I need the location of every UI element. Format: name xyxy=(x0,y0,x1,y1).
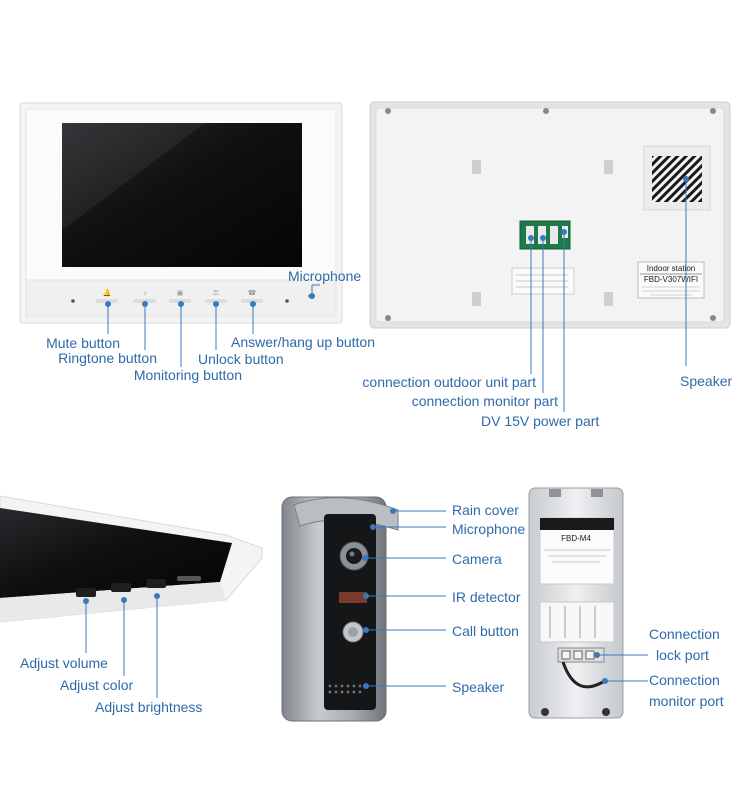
label-unlock-button: Unlock button xyxy=(198,351,284,367)
label-rain-cover: Rain cover xyxy=(452,502,519,518)
monitor-screen xyxy=(62,123,302,267)
brightness-knob xyxy=(146,579,166,588)
label-adjust-brightness: Adjust brightness xyxy=(95,699,203,715)
label-answer-button: Answer/hang up button xyxy=(231,334,375,350)
unlock-icon: ⚿ xyxy=(213,290,219,297)
label-lock-port-line1: Connection xyxy=(649,626,720,642)
doorbell-callouts xyxy=(362,508,446,689)
sticker-title: Indoor station xyxy=(647,264,695,273)
label-microphone-front: Microphone xyxy=(288,268,362,284)
label-lock-port-line2: lock port xyxy=(656,647,709,663)
label-adjust-volume: Adjust volume xyxy=(20,655,108,671)
label-monitor-port-line1: Connection xyxy=(649,672,720,688)
label-adjust-color: Adjust color xyxy=(60,677,134,693)
indoor-monitor-side xyxy=(0,495,263,623)
label-monitor-port: connection monitor part xyxy=(411,393,558,409)
indoor-sticker xyxy=(637,261,705,299)
label-ir-detector: IR detector xyxy=(452,589,521,605)
monitor-icon: ▣ xyxy=(177,290,184,297)
doorbell-back-callouts xyxy=(594,652,648,684)
front-button-strip: 🔔 ♪ ▣ ⚿ ☎ xyxy=(71,288,289,303)
label-monitoring-button: Monitoring button xyxy=(133,367,242,383)
doorbell-front xyxy=(281,496,399,722)
label-call-button: Call button xyxy=(452,623,519,639)
indoor-front-callouts xyxy=(105,284,320,367)
label-mute-button: Mute button xyxy=(46,335,120,351)
label-camera: Camera xyxy=(452,551,502,567)
sticker-model: FBD-V307WIFI xyxy=(644,275,698,284)
doorbell-back: FBD-M4 xyxy=(528,487,624,719)
color-knob xyxy=(111,583,131,592)
label-speaker-doorbell: Speaker xyxy=(452,679,505,695)
label-ringtone-button: Ringtone button xyxy=(58,350,157,366)
doorbell-model: FBD-M4 xyxy=(561,534,591,543)
indoor-monitor-back: Indoor station FBD-V307WIFI xyxy=(369,101,731,329)
label-outdoor-port: connection outdoor unit part xyxy=(362,374,536,390)
mute-icon: 🔔 xyxy=(103,288,112,297)
ringtone-icon: ♪ xyxy=(143,290,147,297)
speaker-grille xyxy=(652,156,702,202)
phone-icon: ☎ xyxy=(248,289,257,297)
indoor-back-callouts xyxy=(528,176,689,412)
volume-knob xyxy=(76,588,96,597)
label-microphone-doorbell: Microphone xyxy=(452,521,526,537)
ir-sensor xyxy=(339,592,367,603)
indoor-monitor-front: 🔔 ♪ ▣ ⚿ ☎ xyxy=(19,102,343,324)
indoor-side-callouts xyxy=(83,593,160,698)
label-speaker-back: Speaker xyxy=(680,373,733,389)
label-monitor-port-line2: monitor port xyxy=(649,693,724,709)
label-power-port: DV 15V power part xyxy=(481,413,600,429)
